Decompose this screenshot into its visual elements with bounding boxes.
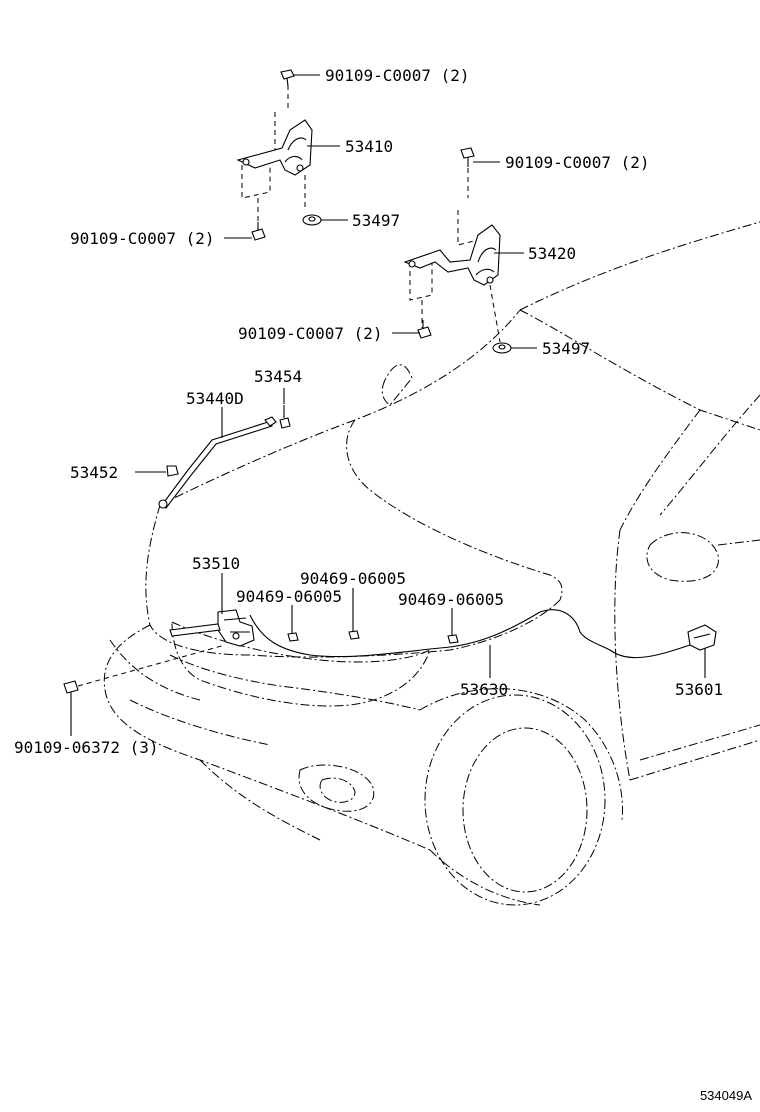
- bolt-icon: [460, 147, 475, 167]
- label-hood-lock: 53510: [192, 554, 240, 573]
- hood-release-cable: [249, 609, 691, 659]
- label-bolt-bottom-hinge-left: 90109-C0007 (2): [70, 229, 215, 248]
- label-release-cable: 53630: [460, 680, 508, 699]
- bolt-icon: [280, 69, 295, 87]
- clamp-icon: [279, 405, 291, 429]
- label-hinge-right: 53420: [528, 244, 576, 263]
- label-rod-holder: 53452: [70, 463, 118, 482]
- bolt-icon: [417, 320, 432, 339]
- label-clip-left: 90469-06005: [236, 587, 342, 606]
- label-clip-right: 90469-06005: [398, 590, 504, 609]
- clip-icon: [287, 632, 299, 642]
- hood-lock: [169, 609, 255, 647]
- label-cushion-left: 53497: [352, 211, 400, 230]
- label-release-lever: 53601: [675, 680, 723, 699]
- cushion-icon: [492, 342, 512, 354]
- hood-hinge-left: [236, 85, 313, 230]
- label-bolt-top-hinge-left: 90109-C0007 (2): [325, 66, 470, 85]
- holder-icon: [166, 465, 179, 477]
- bolt-icon: [63, 644, 226, 694]
- clip-icon: [447, 634, 459, 644]
- hood-support-rod: [158, 416, 277, 509]
- release-lever: [687, 624, 717, 651]
- label-bolt-lock: 90109-06372 (3): [14, 738, 159, 757]
- label-hinge-left: 53410: [345, 137, 393, 156]
- leader-lines: [70, 74, 706, 736]
- label-cushion-right: 53497: [542, 339, 590, 358]
- vehicle-outline: [103, 221, 760, 906]
- label-clamp-support: 53454: [254, 367, 302, 386]
- label-support-rod: 53440D: [186, 389, 244, 408]
- bolt-icon: [251, 222, 266, 241]
- hood-hinge-right: [403, 168, 501, 343]
- diagram-reference-code: 534049A: [700, 1088, 752, 1103]
- part-labels: 90109-C0007 (2) 53410 53497 90109-C0007 …: [14, 66, 752, 1103]
- clip-icon: [348, 630, 360, 640]
- label-clip-center: 90469-06005: [300, 569, 406, 588]
- label-bolt-bottom-hinge-right: 90109-C0007 (2): [238, 324, 383, 343]
- label-bolt-top-hinge-right: 90109-C0007 (2): [505, 153, 650, 172]
- cushion-icon: [302, 214, 322, 226]
